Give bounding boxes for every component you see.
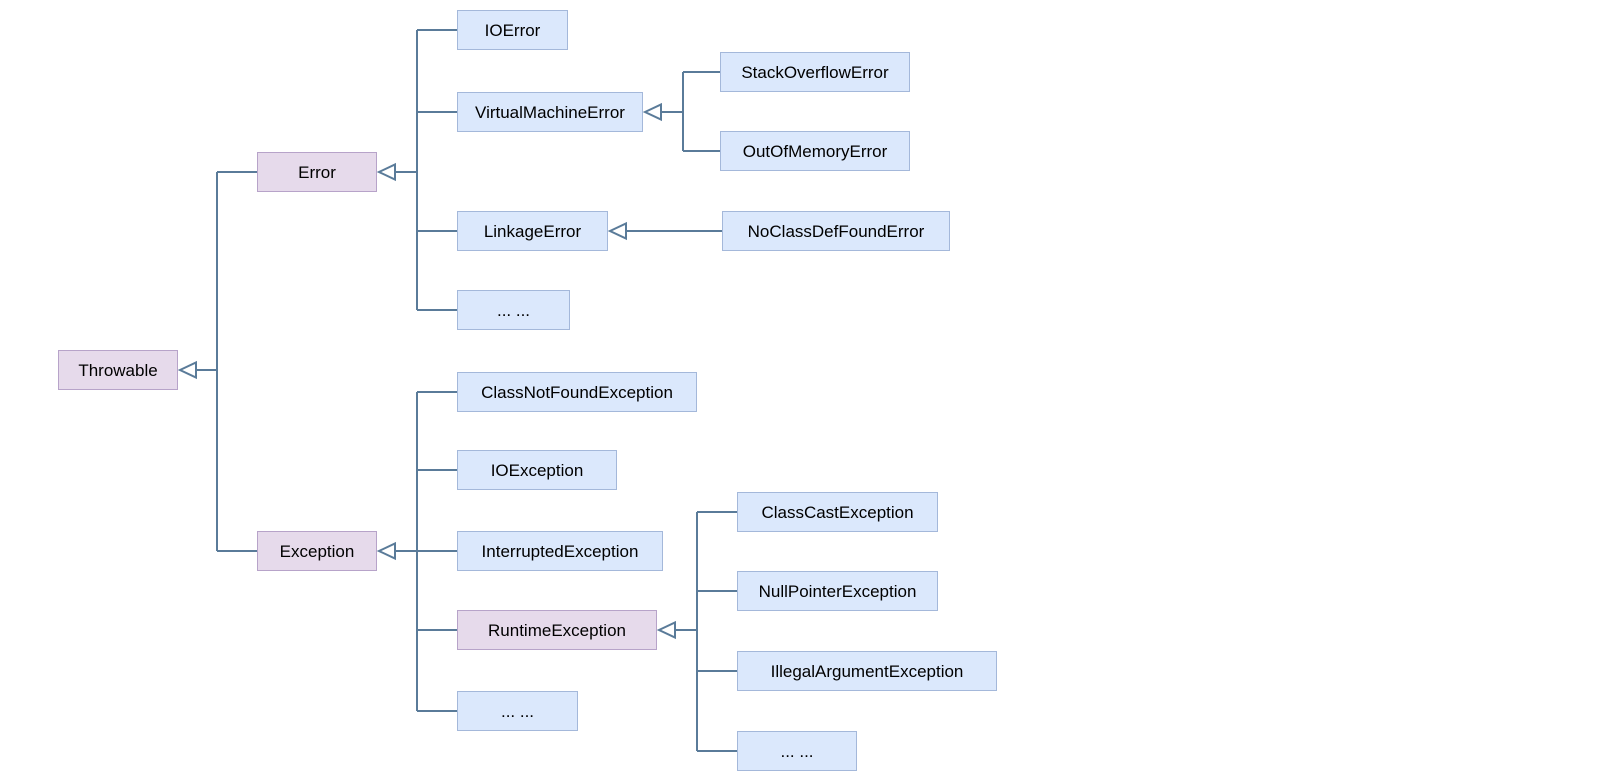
inheritance-arrowhead-icon: [376, 541, 396, 561]
class-box-interruptedexception: InterruptedException: [457, 531, 663, 571]
class-box-ioexception: IOException: [457, 450, 617, 490]
class-box-exception-more: ... ...: [457, 691, 578, 731]
class-box-ioerror: IOError: [457, 10, 568, 50]
inheritance-arrowhead-icon: [376, 162, 396, 182]
inheritance-arrowhead-icon: [177, 360, 197, 380]
inheritance-arrowhead-icon: [607, 221, 627, 241]
class-box-error: Error: [257, 152, 377, 192]
class-box-virtualmachineerror: VirtualMachineError: [457, 92, 643, 132]
class-box-runtimeexception: RuntimeException: [457, 610, 657, 650]
class-box-nullpointerexception: NullPointerException: [737, 571, 938, 611]
class-box-throwable: Throwable: [58, 350, 178, 390]
class-box-exception: Exception: [257, 531, 377, 571]
class-box-linkageerror: LinkageError: [457, 211, 608, 251]
class-box-illegalargumentexception: IllegalArgumentException: [737, 651, 997, 691]
class-box-runtime-more: ... ...: [737, 731, 857, 771]
inheritance-arrowhead-icon: [642, 102, 662, 122]
class-box-classnotfoundexception: ClassNotFoundException: [457, 372, 697, 412]
class-box-error-more: ... ...: [457, 290, 570, 330]
class-box-outofmemoryerror: OutOfMemoryError: [720, 131, 910, 171]
inheritance-arrowhead-icon: [656, 620, 676, 640]
class-box-classcastexception: ClassCastException: [737, 492, 938, 532]
class-box-noclassdeffounderror: NoClassDefFoundError: [722, 211, 950, 251]
class-box-stackoverflowerror: StackOverflowError: [720, 52, 910, 92]
